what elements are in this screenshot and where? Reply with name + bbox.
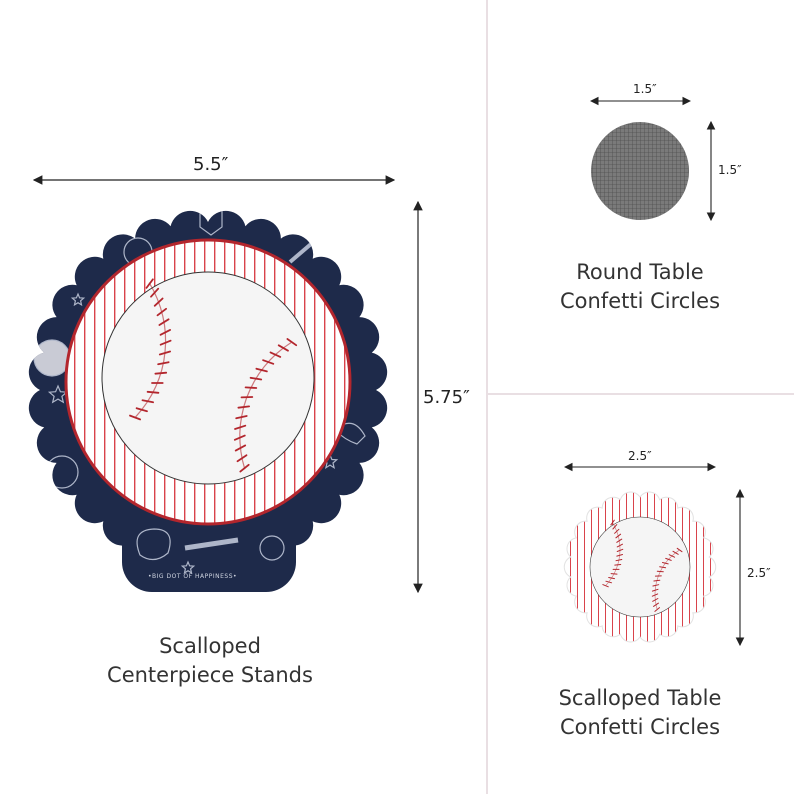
baseball-icon: [259, 535, 285, 561]
scalloped-confetti-caption-line2: Confetti Circles: [559, 715, 721, 739]
round-confetti-width-label: 1.5″: [633, 82, 657, 96]
centerpiece-width-label: 5.5″: [193, 154, 229, 175]
round-confetti-caption-line1: Round Table: [576, 260, 704, 284]
vertical-divider: [486, 0, 488, 794]
baseball-bat-icon: [184, 537, 239, 551]
scalloped-confetti-width-label: 2.5″: [628, 449, 652, 463]
home-plate-icon: [199, 210, 223, 236]
centerpiece-caption: Scalloped Centerpiece Stands: [60, 632, 360, 690]
round-confetti-height-label: 1.5″: [718, 163, 742, 177]
round-confetti-caption: Round Table Confetti Circles: [490, 258, 790, 316]
baseball-seam-left: [602, 519, 624, 588]
scalloped-centerpiece-stand: [28, 210, 388, 592]
centerpiece-caption-line2: Centerpiece Stands: [107, 663, 313, 687]
star-icon: [70, 292, 86, 307]
confetti-baseball-icon: [589, 516, 691, 618]
scalloped-confetti-caption-line1: Scalloped Table: [558, 686, 722, 710]
baseball-seam-left: [129, 278, 172, 421]
star-icon: [180, 560, 196, 575]
scalloped-confetti-circle: [563, 491, 717, 643]
baseball-cap-icon: [334, 422, 366, 445]
catcher-mitt-icon: [136, 528, 171, 561]
baseball-seam-right: [651, 547, 683, 612]
brand-text: •BIG DOT OF HAPPINESS•: [148, 573, 238, 580]
scalloped-confetti-height-label: 2.5″: [747, 566, 771, 580]
baseball-seam-right: [233, 338, 298, 473]
star-icon: [345, 261, 359, 274]
horizontal-divider: [488, 393, 794, 395]
baseball-icon: [33, 339, 71, 377]
scalloped-confetti-caption: Scalloped Table Confetti Circles: [490, 684, 790, 742]
star-icon: [47, 384, 69, 404]
centerpiece-baseball-icon: [101, 271, 315, 485]
centerpiece-caption-line1: Scalloped: [159, 634, 261, 658]
round-confetti-caption-line2: Confetti Circles: [559, 289, 721, 313]
round-confetti-circle: [591, 122, 689, 220]
centerpiece-height-label: 5.75″: [423, 387, 470, 408]
